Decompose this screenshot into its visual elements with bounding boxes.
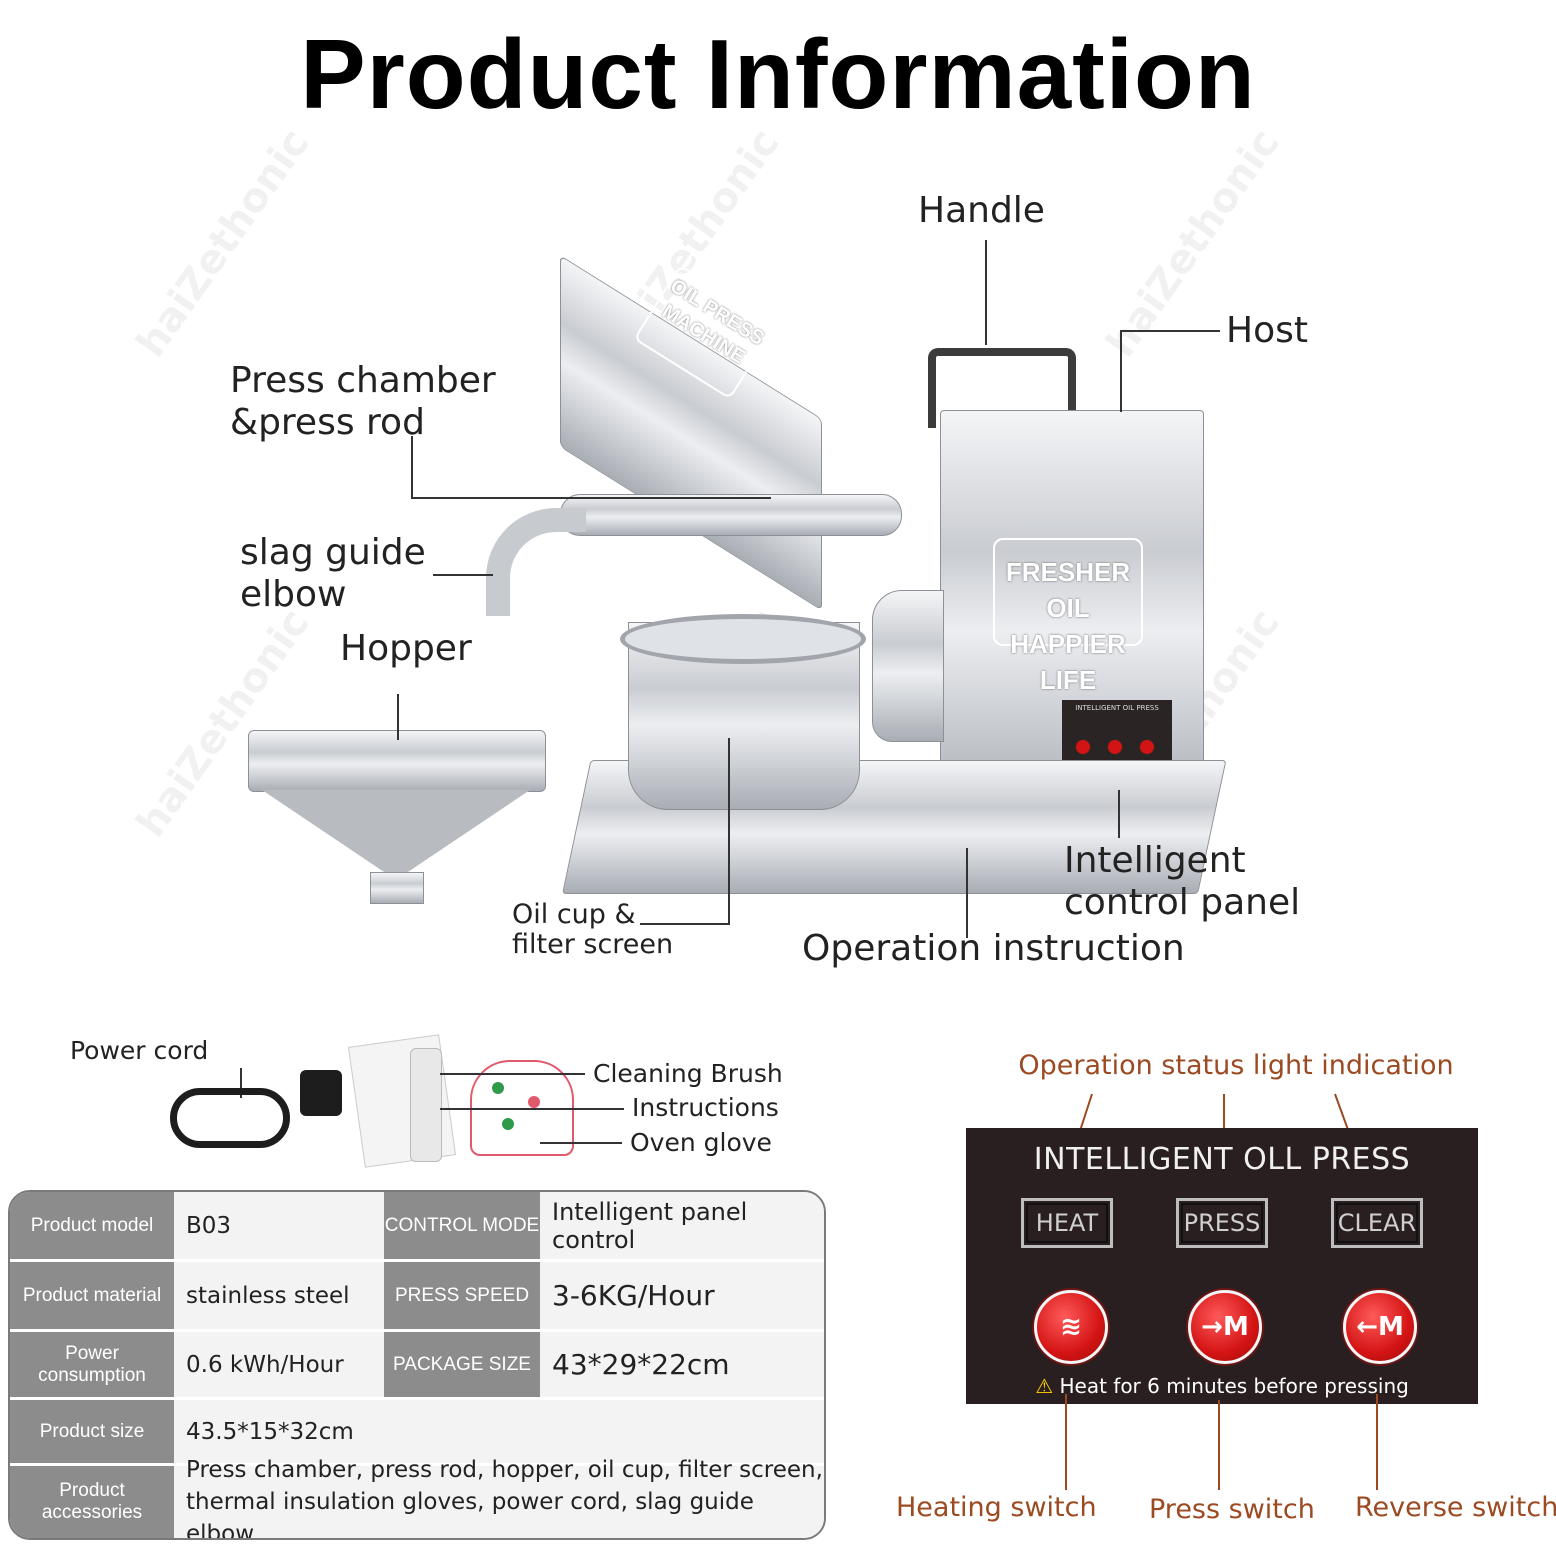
cleaning-brush-image bbox=[410, 1048, 442, 1162]
callout-slag-elbow: slag guide elbow bbox=[240, 532, 426, 616]
oil-cup-rim bbox=[620, 614, 866, 664]
spec-value: Intelligent panel control bbox=[540, 1192, 824, 1259]
spec-key: Power consumption bbox=[10, 1332, 174, 1397]
hopper-cone bbox=[262, 790, 530, 880]
spec-value: 43*29*22cm bbox=[540, 1332, 824, 1397]
callout-oil-cup-line1: Oil cup & bbox=[512, 899, 636, 930]
heating-switch-button[interactable]: ≋ bbox=[1034, 1290, 1108, 1364]
callout-oil-cup: Oil cup & filter screen bbox=[512, 900, 673, 960]
reverse-switch-button[interactable]: ←M bbox=[1343, 1290, 1417, 1364]
rear-cup bbox=[872, 590, 944, 742]
callout-slag-line2: elbow bbox=[240, 574, 347, 615]
warning-icon: ⚠ bbox=[1035, 1374, 1054, 1398]
label-reverse-switch: Reverse switch bbox=[1355, 1492, 1556, 1523]
spec-key: Product size bbox=[10, 1400, 174, 1463]
press-indicator: PRESS bbox=[1176, 1198, 1268, 1248]
heat-indicator: HEAT bbox=[1021, 1198, 1113, 1248]
callout-control-panel-line1: Intelligent bbox=[1064, 840, 1246, 881]
table-row: Product size 43.5*15*32cm bbox=[10, 1400, 824, 1466]
panel-status-caption: Operation status light indication bbox=[1018, 1050, 1454, 1081]
label-instructions: Instructions bbox=[632, 1093, 779, 1122]
host-print: FRESHER OIL HAPPIER LIFE bbox=[993, 538, 1143, 695]
callout-control-panel: Intelligent control panel bbox=[1064, 840, 1300, 924]
spec-key: PRESS SPEED bbox=[384, 1262, 540, 1329]
host-print-line2: HAPPIER LIFE bbox=[1010, 629, 1126, 695]
callout-press-chamber: Press chamber &press rod bbox=[230, 360, 496, 444]
spec-value: Press chamber, press rod, hopper, oil cu… bbox=[174, 1457, 824, 1540]
watermark: haiZethonic bbox=[127, 120, 319, 366]
spec-value: 3-6KG/Hour bbox=[540, 1262, 824, 1329]
press-switch-button[interactable]: →M bbox=[1188, 1290, 1262, 1364]
spec-value: 0.6 kWh/Hour bbox=[174, 1332, 384, 1397]
mini-panel-title: INTELLIGENT OIL PRESS bbox=[1075, 704, 1159, 712]
callout-slag-line1: slag guide bbox=[240, 532, 426, 573]
panel-warning: ⚠ Heat for 6 minutes before pressing bbox=[966, 1374, 1478, 1398]
spec-table: Product model B03 CONTROL MODE Intellige… bbox=[8, 1190, 826, 1540]
callout-handle: Handle bbox=[918, 190, 1045, 231]
spec-key: PACKAGE SIZE bbox=[384, 1332, 540, 1397]
table-row: Power consumption 0.6 kWh/Hour PACKAGE S… bbox=[10, 1332, 824, 1400]
label-cleaning-brush: Cleaning Brush bbox=[593, 1059, 783, 1088]
power-cord-image bbox=[170, 1088, 290, 1148]
panel-title: INTELLIGENT OLL PRESS bbox=[1033, 1142, 1411, 1177]
spec-accessories-line2: thermal insulation gloves, power cord, s… bbox=[186, 1489, 754, 1540]
press-rod bbox=[560, 494, 902, 536]
spec-value: B03 bbox=[174, 1192, 384, 1259]
callout-oil-cup-line2: filter screen bbox=[512, 929, 674, 960]
callout-host: Host bbox=[1226, 310, 1308, 351]
host-print-line1: FRESHER OIL bbox=[1005, 557, 1131, 623]
spec-accessories-line1: Press chamber, press rod, hopper, oil cu… bbox=[186, 1457, 823, 1483]
hopper-rim bbox=[248, 730, 546, 792]
page-title: Product Information bbox=[300, 19, 1256, 129]
mini-knob bbox=[1108, 740, 1122, 754]
mini-knob bbox=[1140, 740, 1154, 754]
spec-key: Product model bbox=[10, 1192, 174, 1259]
spec-key: Product accessories bbox=[10, 1466, 174, 1538]
slag-elbow bbox=[486, 508, 586, 616]
handle bbox=[928, 348, 1076, 428]
callout-press-chamber-line1: Press chamber bbox=[230, 360, 496, 401]
clear-indicator: CLEAR bbox=[1331, 1198, 1423, 1248]
callout-operation-instruction: Operation instruction bbox=[802, 928, 1185, 969]
label-power-cord: Power cord bbox=[70, 1036, 209, 1065]
hopper-spout bbox=[370, 872, 424, 904]
spec-value: 43.5*15*32cm bbox=[174, 1400, 824, 1463]
callout-hopper: Hopper bbox=[340, 628, 472, 669]
table-row: Product model B03 CONTROL MODE Intellige… bbox=[10, 1192, 824, 1262]
panel-warning-text: Heat for 6 minutes before pressing bbox=[1059, 1374, 1409, 1398]
spec-value: stainless steel bbox=[174, 1262, 384, 1329]
spec-key: Product material bbox=[10, 1262, 174, 1329]
spec-key: CONTROL MODE bbox=[384, 1192, 540, 1259]
callout-press-chamber-line2: &press rod bbox=[230, 402, 425, 443]
label-oven-glove: Oven glove bbox=[630, 1128, 772, 1157]
label-press-switch: Press switch bbox=[1149, 1494, 1315, 1525]
power-plug-image bbox=[300, 1070, 342, 1116]
callout-control-panel-line2: control panel bbox=[1064, 882, 1301, 923]
label-heating-switch: Heating switch bbox=[896, 1492, 1097, 1523]
mini-knob bbox=[1076, 740, 1090, 754]
table-row: Product accessories Press chamber, press… bbox=[10, 1457, 824, 1540]
table-row: Product material stainless steel PRESS S… bbox=[10, 1262, 824, 1332]
